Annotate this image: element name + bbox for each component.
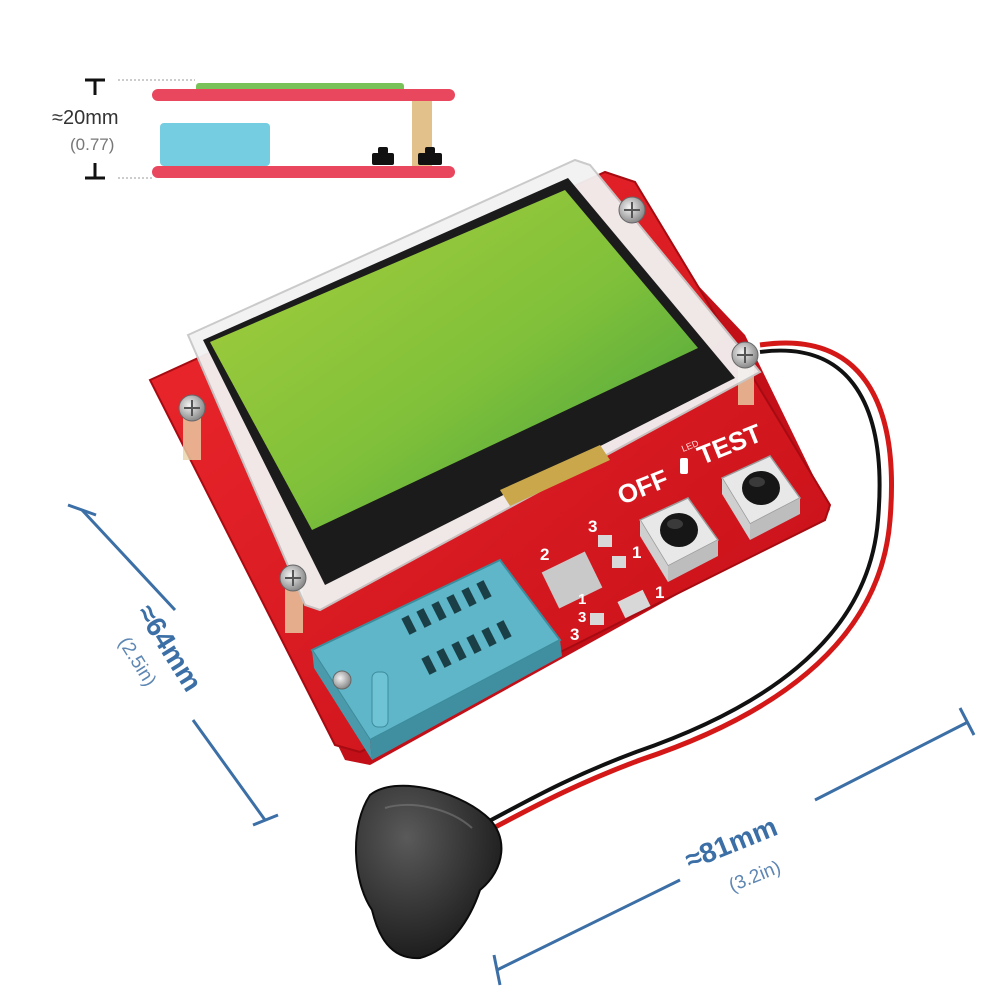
width-dimension: ≈81mm (3.2in) — [492, 707, 976, 986]
stack-button-1 — [372, 153, 394, 165]
led — [680, 458, 688, 474]
screw-top-right — [618, 196, 646, 224]
stack-height-sub: (0.77) — [70, 135, 114, 154]
screw-left — [178, 394, 206, 422]
stack-button-2-cap — [425, 147, 435, 154]
test-button[interactable] — [720, 455, 802, 540]
pin-label-1-low: 1 — [655, 583, 664, 602]
stack-top-plate — [152, 89, 455, 101]
zif-socket — [310, 558, 562, 760]
pin-label-1-mid: 1 — [578, 591, 586, 608]
battery-cable — [467, 340, 894, 843]
stack-button-1-cap — [378, 147, 388, 154]
pin-label-1-right: 1 — [632, 543, 641, 562]
pin-label-3-top: 3 — [588, 517, 597, 536]
screw-bottom-left — [279, 564, 307, 592]
pin-label-3-mid: 3 — [578, 609, 586, 626]
width-sub: (3.2in) — [726, 857, 784, 897]
lcd-screen — [210, 190, 698, 530]
screw-right — [731, 341, 759, 369]
stack-button-2 — [418, 153, 442, 165]
stack-bottom-plate — [152, 166, 455, 178]
stackup-diagram: ≈20mm (0.77) — [52, 78, 455, 180]
stack-height-label: ≈20mm — [52, 107, 119, 129]
battery-clip — [355, 784, 503, 960]
stack-cyan-block — [160, 123, 270, 166]
off-button[interactable] — [638, 497, 720, 582]
pin-label-3-low: 3 — [570, 625, 579, 644]
pin-label-2: 2 — [540, 545, 549, 564]
